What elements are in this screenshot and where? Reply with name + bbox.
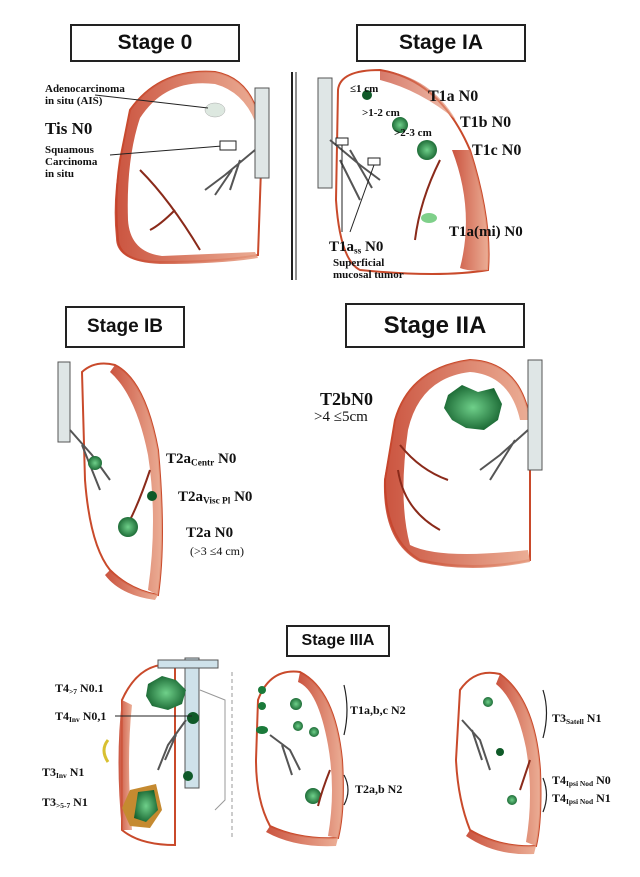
lung-stage0 bbox=[94, 70, 270, 264]
section-divider bbox=[231, 72, 297, 840]
lung-stageIIIA-2 bbox=[254, 670, 349, 847]
t1ass-label: T1ass N0 bbox=[329, 239, 384, 257]
t2a-centr-label: T2aCentr N0 bbox=[166, 451, 237, 469]
lung-stageIB bbox=[57, 361, 163, 600]
t1c-label: T1c N0 bbox=[472, 142, 522, 159]
superficial-label-1: Superficial bbox=[333, 257, 385, 269]
tis-label: Tis N0 bbox=[45, 119, 93, 138]
t4-ipsi-nod-n0-label: T4Ipsi Nod N0 bbox=[552, 773, 611, 788]
stageIIA-title: Stage IIA bbox=[345, 303, 525, 348]
t2a-size-label: (>3 ≤4 cm) bbox=[190, 544, 245, 558]
t2a-visc-label: T2aVisc Pl N0 bbox=[178, 489, 253, 507]
t3-5-7-label: T3>5-7 N1 bbox=[42, 795, 88, 810]
lung-stageIIIA-1 bbox=[102, 657, 226, 847]
stageIIIA-title: Stage IIIA bbox=[286, 625, 390, 657]
stageIA-title: Stage IA bbox=[356, 24, 526, 62]
t1a-label: T1a N0 bbox=[428, 88, 479, 105]
t3-inv-label: T3Inv N1 bbox=[42, 765, 85, 780]
superficial-label-2: mucosal tumor bbox=[333, 269, 404, 281]
t3-satell-label: T3Satell N1 bbox=[552, 711, 602, 726]
t1abc-label: T1a,b,c N2 bbox=[350, 703, 406, 717]
t1b-label: T1b N0 bbox=[460, 114, 512, 131]
squamous-label-2: Carcinoma bbox=[45, 156, 98, 168]
t4-gt7-label: T4>7 N0.1 bbox=[55, 681, 104, 696]
t2b-label: T2bN0 bbox=[320, 389, 374, 409]
squamous-label-3: in situ bbox=[45, 168, 75, 180]
lung-stageIIIA-3 bbox=[454, 671, 548, 855]
t2a-label: T2a N0 bbox=[186, 525, 234, 541]
t4-ipsi-nod-n1-label: T4Ipsi Nod N1 bbox=[552, 791, 611, 806]
t1ami-label: T1a(mi) N0 bbox=[449, 224, 523, 240]
size-le1-label: ≤1 cm bbox=[350, 83, 379, 95]
lung-stageIA bbox=[317, 68, 490, 275]
stageIB-title: Stage IB bbox=[65, 306, 185, 348]
ais-label-1: Adenocarcinoma bbox=[45, 83, 125, 95]
t4-inv-label: T4Inv N0,1 bbox=[55, 709, 107, 724]
t2ab-label: T2a,b N2 bbox=[355, 782, 403, 796]
ais-label-2: in situ (AIS) bbox=[45, 95, 103, 107]
lung-stageIIA bbox=[383, 358, 543, 568]
size-2-3-label: >2-3 cm bbox=[394, 127, 432, 139]
t2b-size-label: >4 ≤5cm bbox=[314, 409, 368, 425]
size-1-2-label: >1-2 cm bbox=[362, 107, 400, 119]
stage0-title: Stage 0 bbox=[70, 24, 240, 62]
squamous-label-1: Squamous bbox=[45, 144, 94, 156]
